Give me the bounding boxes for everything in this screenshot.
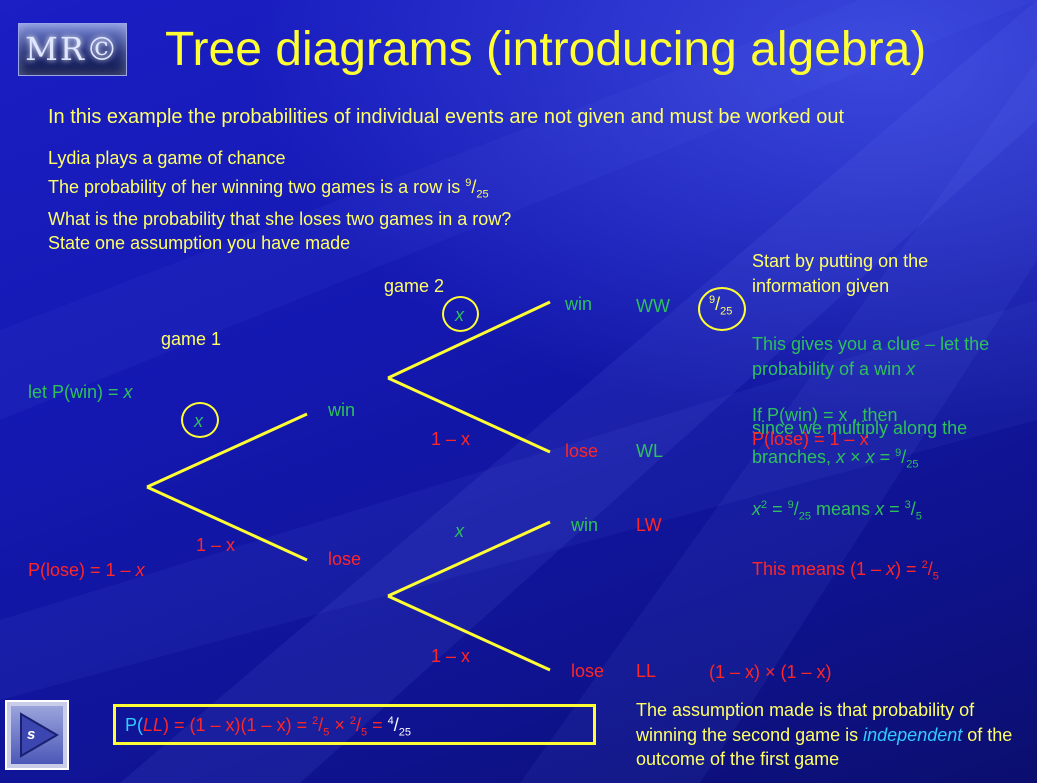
play-icon xyxy=(11,706,63,764)
outcome-ll: LL xyxy=(636,661,657,681)
game1-label: game 1 xyxy=(161,329,222,349)
x-label-game2-bottom: x xyxy=(455,521,464,541)
branch-lose xyxy=(146,485,308,562)
branch-lose-win xyxy=(387,520,551,598)
note-multiply: since we multiply along the branches, x … xyxy=(752,418,968,471)
problem-line-1: Lydia plays a game of chance xyxy=(48,148,286,168)
x-label-game2-top: x xyxy=(455,305,464,325)
outcome-wl: WL xyxy=(636,441,663,461)
branch-win-lose xyxy=(387,376,551,454)
button-label: s xyxy=(27,726,36,743)
one-minus-x-game2-top: 1 – x xyxy=(431,429,471,449)
note-lose-value: This means (1 – x) = 2/5 xyxy=(752,559,939,583)
ww-probability-circle xyxy=(698,287,746,331)
note-if-pwin: If P(win) = x , then xyxy=(752,405,898,425)
result-box xyxy=(113,704,596,745)
problem-line-2: The probability of her winning two games… xyxy=(48,176,489,201)
next-slide-button[interactable]: s xyxy=(5,700,69,770)
game2-label: game 2 xyxy=(384,276,445,296)
lose-label-wl: lose xyxy=(565,441,599,461)
problem-statement: Lydia plays a game of chance The probabi… xyxy=(48,146,511,256)
note-solve-x: x2 = 9/25 means x = 3/5 xyxy=(752,499,922,523)
outcome-lw: LW xyxy=(636,515,662,535)
mr-logo: MR© xyxy=(18,23,127,76)
one-minus-x-game2-bottom: 1 – x xyxy=(431,646,471,666)
branch-win-win xyxy=(387,300,551,380)
problem-line-4: State one assumption you have made xyxy=(48,233,351,254)
lose-label-ll: lose xyxy=(571,661,605,681)
intro-text: In this example the probabilities of ind… xyxy=(48,106,845,128)
ww-probability: 9/25 xyxy=(709,294,733,318)
x-circle-game1 xyxy=(181,402,219,438)
ll-product: (1 – x) × (1 – x) xyxy=(709,662,832,682)
note-plose: P(lose) = 1 – x xyxy=(752,429,869,449)
win-label-game1: win xyxy=(328,400,356,420)
branch-lose-lose xyxy=(387,594,551,672)
x-label-game1: x xyxy=(194,411,203,431)
let-pwin-label: let P(win) = x xyxy=(28,382,133,402)
page-title: Tree diagrams (introducing algebra) xyxy=(165,23,927,76)
plose-label: P(lose) = 1 – x xyxy=(28,560,145,580)
result-equation: P(LL) = (1 – x)(1 – x) = 2/5 × 2/5 = 4/2… xyxy=(125,715,412,739)
note-clue: This gives you a clue – let the probabil… xyxy=(752,334,990,379)
x-circle-game2 xyxy=(442,296,479,332)
win-label-ww: win xyxy=(565,294,593,314)
branch-win xyxy=(146,412,308,489)
assumption-text: The assumption made is that probability … xyxy=(636,700,1013,769)
note-start: Start by putting on the information give… xyxy=(752,251,929,296)
one-minus-x-game1: 1 – x xyxy=(196,535,236,555)
outcome-ww: WW xyxy=(636,296,670,316)
problem-line-3: What is the probability that she loses t… xyxy=(48,208,512,229)
win-label-lw: win xyxy=(571,515,599,535)
lose-label-game1: lose xyxy=(328,549,362,569)
